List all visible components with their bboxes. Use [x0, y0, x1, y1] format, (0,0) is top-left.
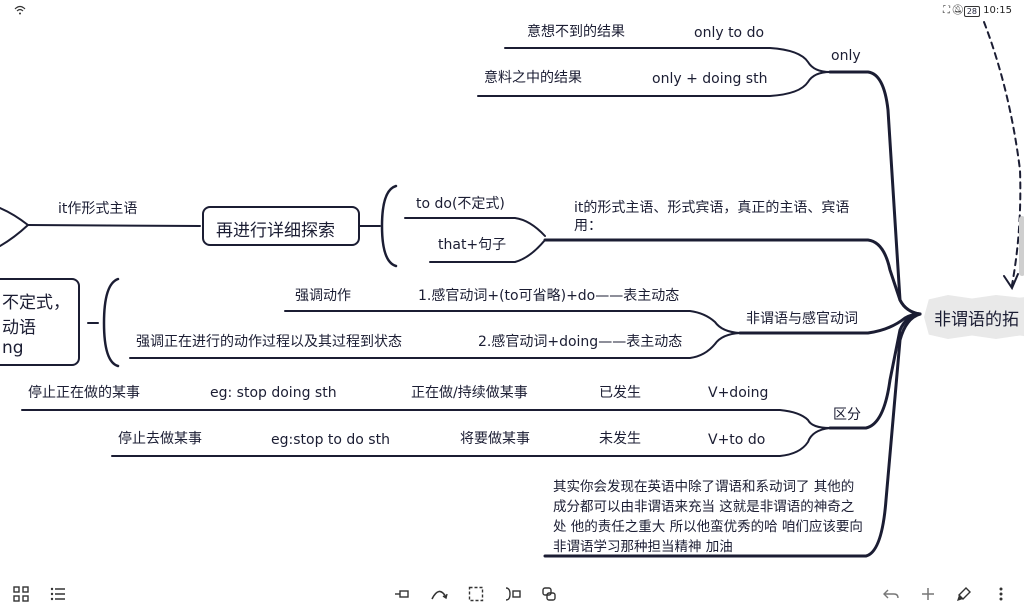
more-options-icon[interactable]: [990, 586, 1012, 606]
left-node-line2: 动语: [2, 318, 36, 338]
distinguish-node[interactable]: 区分: [833, 407, 861, 423]
summary-bracket-icon[interactable]: [502, 586, 524, 606]
battery-icon: 28: [963, 6, 980, 17]
distinguish-row1-e[interactable]: V+doing: [708, 385, 769, 401]
bottom-toolbar: [0, 578, 1024, 614]
perception-node[interactable]: 非谓语与感官动词: [746, 311, 858, 327]
distinguish-row2-e[interactable]: V+to do: [708, 432, 766, 448]
it-subject-label[interactable]: it作形式主语: [58, 201, 138, 217]
summary-text[interactable]: 其实你会发现在英语中除了谓语和系动词了 其他的成分都可以由非谓语来充当 这就是非…: [553, 479, 863, 555]
it-item-todo[interactable]: to do(不定式): [416, 196, 505, 212]
boundary-icon[interactable]: [465, 586, 487, 606]
left-node-line3: ng: [2, 338, 24, 358]
only-item-1-left[interactable]: 意想不到的结果: [527, 24, 625, 40]
attach-icon[interactable]: [538, 586, 560, 606]
only-item-1-right[interactable]: only to do: [694, 25, 765, 41]
wifi-icon: [14, 5, 26, 18]
root-node-label: 非谓语的拓: [934, 310, 1019, 330]
style-brush-icon[interactable]: [953, 586, 975, 606]
explore-node-label: 再进行详细探索: [216, 221, 335, 241]
only-node[interactable]: only: [831, 48, 861, 64]
screenshot-icon: ⛶: [943, 5, 950, 16]
mute-icon: 🔕︎: [951, 5, 964, 16]
only-item-2-right[interactable]: only + doing sth: [652, 71, 768, 87]
add-icon[interactable]: [917, 586, 939, 606]
distinguish-row1-d[interactable]: 已发生: [599, 385, 641, 401]
perception-item-1-right[interactable]: 1.感官动词+(to可省略)+do——表主动态: [418, 288, 680, 304]
distinguish-row2-c[interactable]: 将要做某事: [460, 431, 530, 447]
perception-item-2-left[interactable]: 强调正在进行的动作过程以及其过程到状态: [136, 334, 402, 350]
left-node-line1: 不定式，: [2, 293, 70, 313]
distinguish-row2-b[interactable]: eg:stop to do sth: [271, 432, 390, 448]
perception-item-2-right[interactable]: 2.感官动词+doing——表主动态: [478, 334, 683, 350]
left-partial-node[interactable]: 不定式， 动语 ng: [0, 278, 80, 366]
undo-icon[interactable]: [880, 586, 902, 606]
distinguish-row1-c[interactable]: 正在做/持续做某事: [411, 385, 528, 401]
distinguish-row1-b[interactable]: eg: stop doing sth: [210, 385, 337, 401]
relationship-icon[interactable]: [428, 586, 450, 606]
only-item-2-left[interactable]: 意料之中的结果: [484, 70, 582, 86]
root-node[interactable]: 非谓语的拓: [924, 295, 1024, 339]
insert-sibling-icon[interactable]: [392, 586, 414, 606]
status-bar: ⛶ 🔕︎ 28 10:15: [0, 0, 1024, 22]
outline-list-icon[interactable]: [47, 586, 69, 606]
explore-node[interactable]: 再进行详细探索: [202, 206, 360, 246]
it-note-line2[interactable]: 用：: [574, 218, 602, 234]
distinguish-row2-a[interactable]: 停止去做某事: [118, 431, 202, 447]
perception-item-1-left[interactable]: 强调动作: [295, 288, 351, 304]
it-note-line1[interactable]: it的形式主语、形式宾语，真正的主语、宾语: [574, 200, 850, 216]
clock: 10:15: [983, 5, 1012, 16]
distinguish-row2-d[interactable]: 未发生: [599, 431, 641, 447]
grid-view-icon[interactable]: [10, 586, 32, 606]
distinguish-row1-a[interactable]: 停止正在做的某事: [28, 385, 140, 401]
it-item-that[interactable]: that+句子: [438, 237, 507, 253]
